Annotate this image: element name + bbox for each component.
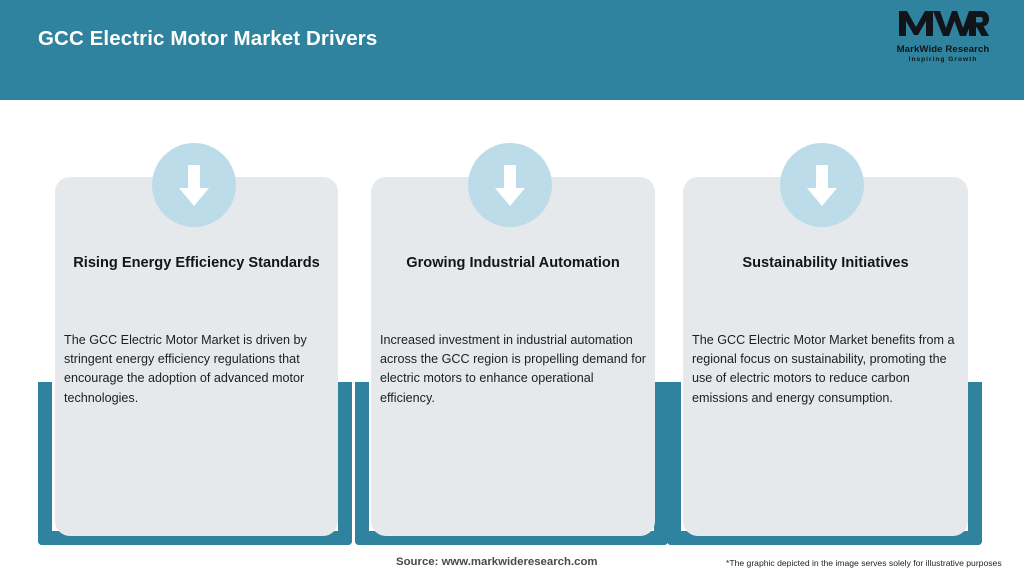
page-title: GCC Electric Motor Market Drivers (38, 27, 378, 50)
card-body-text: The GCC Electric Motor Market is driven … (64, 333, 307, 405)
card-title: Growing Industrial Automation (406, 255, 620, 271)
logo-company-name: MarkWide Research (896, 44, 990, 55)
header-bar: GCC Electric Motor Market Drivers MarkWi… (0, 0, 1024, 100)
card-accent-frame (38, 382, 352, 545)
company-logo: MarkWide Research Inspiring Growth (884, 8, 1002, 68)
logo-tagline: Inspiring Growth (908, 56, 978, 63)
card-body-text: Increased investment in industrial autom… (380, 333, 646, 405)
source-label: Source: www.markwideresearch.com (396, 556, 598, 568)
driver-card-3[interactable]: Sustainability Initiatives The GCC Elect… (630, 0, 990, 576)
driver-card-1[interactable]: Rising Energy Efficiency Standards The G… (0, 0, 352, 576)
mwr-monogram-icon (899, 11, 989, 36)
card-body-text: The GCC Electric Motor Market benefits f… (692, 333, 955, 405)
card-icon-badge (780, 143, 864, 227)
card-icon-badge (152, 143, 236, 227)
arrow-down-icon (495, 165, 525, 206)
card-icon-badge (468, 143, 552, 227)
arrow-down-icon (179, 165, 209, 206)
card-panel (371, 177, 655, 536)
card-panel (55, 177, 338, 536)
card-title: Sustainability Initiatives (742, 255, 909, 271)
logo-mark-mwr (897, 8, 989, 44)
disclaimer-note: *The graphic depicted in the image serve… (726, 558, 1002, 568)
card-title: Rising Energy Efficiency Standards (73, 255, 320, 271)
arrow-down-icon (807, 165, 837, 206)
card-panel (683, 177, 968, 536)
driver-card-2[interactable]: Growing Industrial Automation Increased … (315, 0, 668, 576)
